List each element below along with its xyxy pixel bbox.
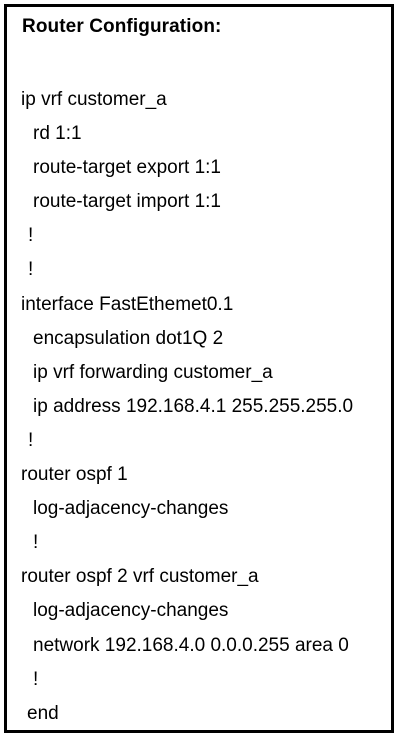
config-line: ! — [28, 259, 34, 281]
document-title: Router Configuration: — [22, 16, 222, 37]
config-line: router ospf 1 — [21, 464, 128, 486]
config-line: ! — [33, 532, 39, 554]
config-line: ! — [28, 429, 34, 451]
config-line: log-adjacency-changes — [33, 600, 229, 622]
config-line: ! — [28, 225, 34, 247]
config-line: ip address 192.168.4.1 255.255.255.0 — [33, 395, 354, 417]
config-line: network 192.168.4.0 0.0.0.255 area 0 — [33, 634, 349, 656]
config-line: log-adjacency-changes — [33, 498, 229, 520]
config-line: ! — [33, 668, 39, 690]
config-line: route-target export 1:1 — [33, 157, 221, 179]
config-line: route-target import 1:1 — [33, 191, 221, 213]
config-line: ip vrf forwarding customer_a — [33, 361, 273, 383]
config-line: interface FastEthemet0.1 — [21, 293, 234, 315]
config-line: encapsulation dot1Q 2 — [33, 327, 224, 349]
config-line: router ospf 2 vrf customer_a — [21, 566, 259, 588]
config-line: rd 1:1 — [33, 123, 82, 145]
config-line: ip vrf customer_a — [21, 89, 167, 110]
config-line: end — [27, 702, 59, 724]
